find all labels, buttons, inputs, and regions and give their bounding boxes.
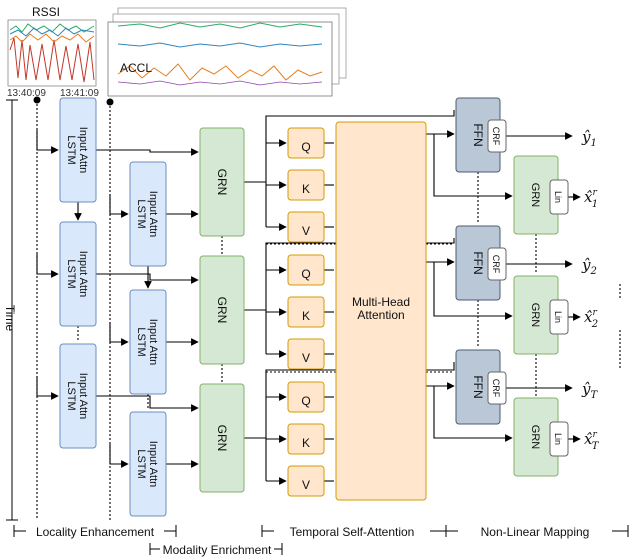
- lin-1: Lin: [549, 179, 569, 215]
- qkv-k-2: K: [287, 296, 325, 328]
- crf-3: CRF: [487, 371, 507, 405]
- lin-3: Lin: [549, 421, 569, 457]
- nonlinear-bracket: Non-Linear Mapping: [446, 524, 629, 539]
- y-output-2: ŷ2: [581, 256, 597, 277]
- ffn-3-label: FFN: [471, 375, 485, 398]
- y-output-1: ŷ1: [581, 128, 597, 149]
- lstm-col1-3-label: Input AttnLSTM: [65, 373, 89, 419]
- rssi-plot: RSSI: [7, 5, 97, 87]
- qkv-q-2: Q: [287, 254, 325, 286]
- x-output-subscript-2: 2: [591, 319, 598, 330]
- lstm-col1-1-label: Input AttnLSTM: [65, 127, 89, 173]
- lstm-col2-2-label: Input AttnLSTM: [135, 319, 159, 365]
- x-output-subscript-T: T: [592, 441, 600, 452]
- qkv-q-2-label: Q: [301, 267, 310, 281]
- qkv-v-3-label: V: [302, 478, 310, 492]
- lstm-col1-2: Input AttnLSTM: [59, 221, 97, 327]
- lin-2-label: Lin: [553, 311, 563, 323]
- lstm-col2-3: Input AttnLSTM: [129, 411, 167, 517]
- qkv-k-1: K: [287, 169, 325, 201]
- qkv-v-2: V: [287, 338, 325, 370]
- lstm-col2-1: Input AttnLSTM: [129, 161, 167, 267]
- rssi-label: RSSI: [32, 5, 60, 19]
- x-output-superscript-T: r: [592, 430, 597, 440]
- qkv-q-1: Q: [287, 127, 325, 159]
- lstm-col1-2-label: Input AttnLSTM: [65, 251, 89, 297]
- grn-out-2-label: GRN: [529, 303, 541, 328]
- grn-out-1: GRN: [513, 155, 559, 235]
- locality-bracket: Locality Enhancement: [13, 524, 177, 539]
- y-output-subscript-1: 1: [590, 138, 596, 149]
- grn-out-1-label: GRN: [529, 183, 541, 208]
- time-axis: Time: [3, 99, 18, 521]
- x-output-superscript-1: r: [592, 188, 597, 198]
- grn-col-3-label: GRN: [215, 425, 229, 452]
- grn-out-3-label: GRN: [529, 425, 541, 450]
- accl-plot: ACCL: [107, 7, 347, 97]
- modality-bracket: Modality Enrichment: [149, 542, 283, 557]
- y-output-subscript-2: 2: [589, 266, 596, 277]
- crf-3-label: CRF: [491, 379, 501, 398]
- qkv-v-1-label: V: [302, 224, 310, 238]
- lstm-col2-1-label: Input AttnLSTM: [135, 191, 159, 237]
- qkv-k-3-label: K: [302, 436, 310, 450]
- crf-1: CRF: [487, 119, 507, 153]
- qkv-q-3-label: Q: [301, 394, 310, 408]
- x-output-subscript-1: 1: [592, 199, 598, 210]
- qkv-v-2-label: V: [302, 351, 310, 365]
- qkv-k-2-label: K: [302, 309, 310, 323]
- grn-col-2: GRN: [199, 255, 245, 365]
- locality-label: Locality Enhancement: [36, 525, 155, 539]
- y-output-subscript-T: T: [590, 390, 598, 401]
- qkv-k-3: K: [287, 423, 325, 455]
- x-output-superscript-2: r: [592, 308, 597, 318]
- nonlinear-label: Non-Linear Mapping: [481, 525, 590, 539]
- ffn-1-label: FFN: [471, 123, 485, 146]
- lstm-col1-3: Input AttnLSTM: [59, 343, 97, 449]
- grn-col-1-label: GRN: [215, 169, 229, 196]
- lstm-col1-1: Input AttnLSTM: [59, 97, 97, 203]
- modality-label: Modality Enrichment: [163, 543, 272, 557]
- crf-2-label: CRF: [491, 255, 501, 274]
- sensor-inset: RSSI ACCL 13:40:09 13:41:09: [7, 5, 347, 99]
- accl-label: ACCL: [120, 61, 152, 75]
- temporal-label: Temporal Self-Attention: [290, 525, 415, 539]
- time-end-label: 13:41:09: [60, 88, 99, 99]
- qkv-k-1-label: K: [302, 182, 310, 196]
- qkv-v-3: V: [287, 465, 325, 497]
- lin-3-label: Lin: [553, 433, 563, 445]
- qkv-q-3: Q: [287, 381, 325, 413]
- lstm-col2-3-label: Input AttnLSTM: [135, 441, 159, 487]
- section-brackets: Locality Enhancement Modality Enrichment…: [13, 524, 629, 557]
- time-start-label: 13:40:09: [7, 88, 46, 99]
- grn-col-2-label: GRN: [215, 297, 229, 324]
- connection-lines: [33, 96, 621, 520]
- lstm-col2-2: Input AttnLSTM: [129, 289, 167, 395]
- grn-col-3: GRN: [199, 383, 245, 493]
- temporal-bracket: Temporal Self-Attention: [261, 524, 447, 539]
- crf-2: CRF: [487, 247, 507, 281]
- diagram-boxes: Input AttnLSTM Input AttnLSTM Input AttnLS…: [59, 97, 569, 517]
- y-output-T: ŷT: [581, 380, 598, 401]
- lin-1-label: Lin: [553, 191, 563, 203]
- qkv-q-1-label: Q: [301, 140, 310, 154]
- qkv-v-1: V: [287, 211, 325, 243]
- lin-2: Lin: [549, 299, 569, 335]
- ffn-2-label: FFN: [471, 251, 485, 274]
- crf-1-label: CRF: [491, 127, 501, 146]
- grn-col-1: GRN: [199, 127, 245, 237]
- time-axis-label: Time: [3, 305, 17, 332]
